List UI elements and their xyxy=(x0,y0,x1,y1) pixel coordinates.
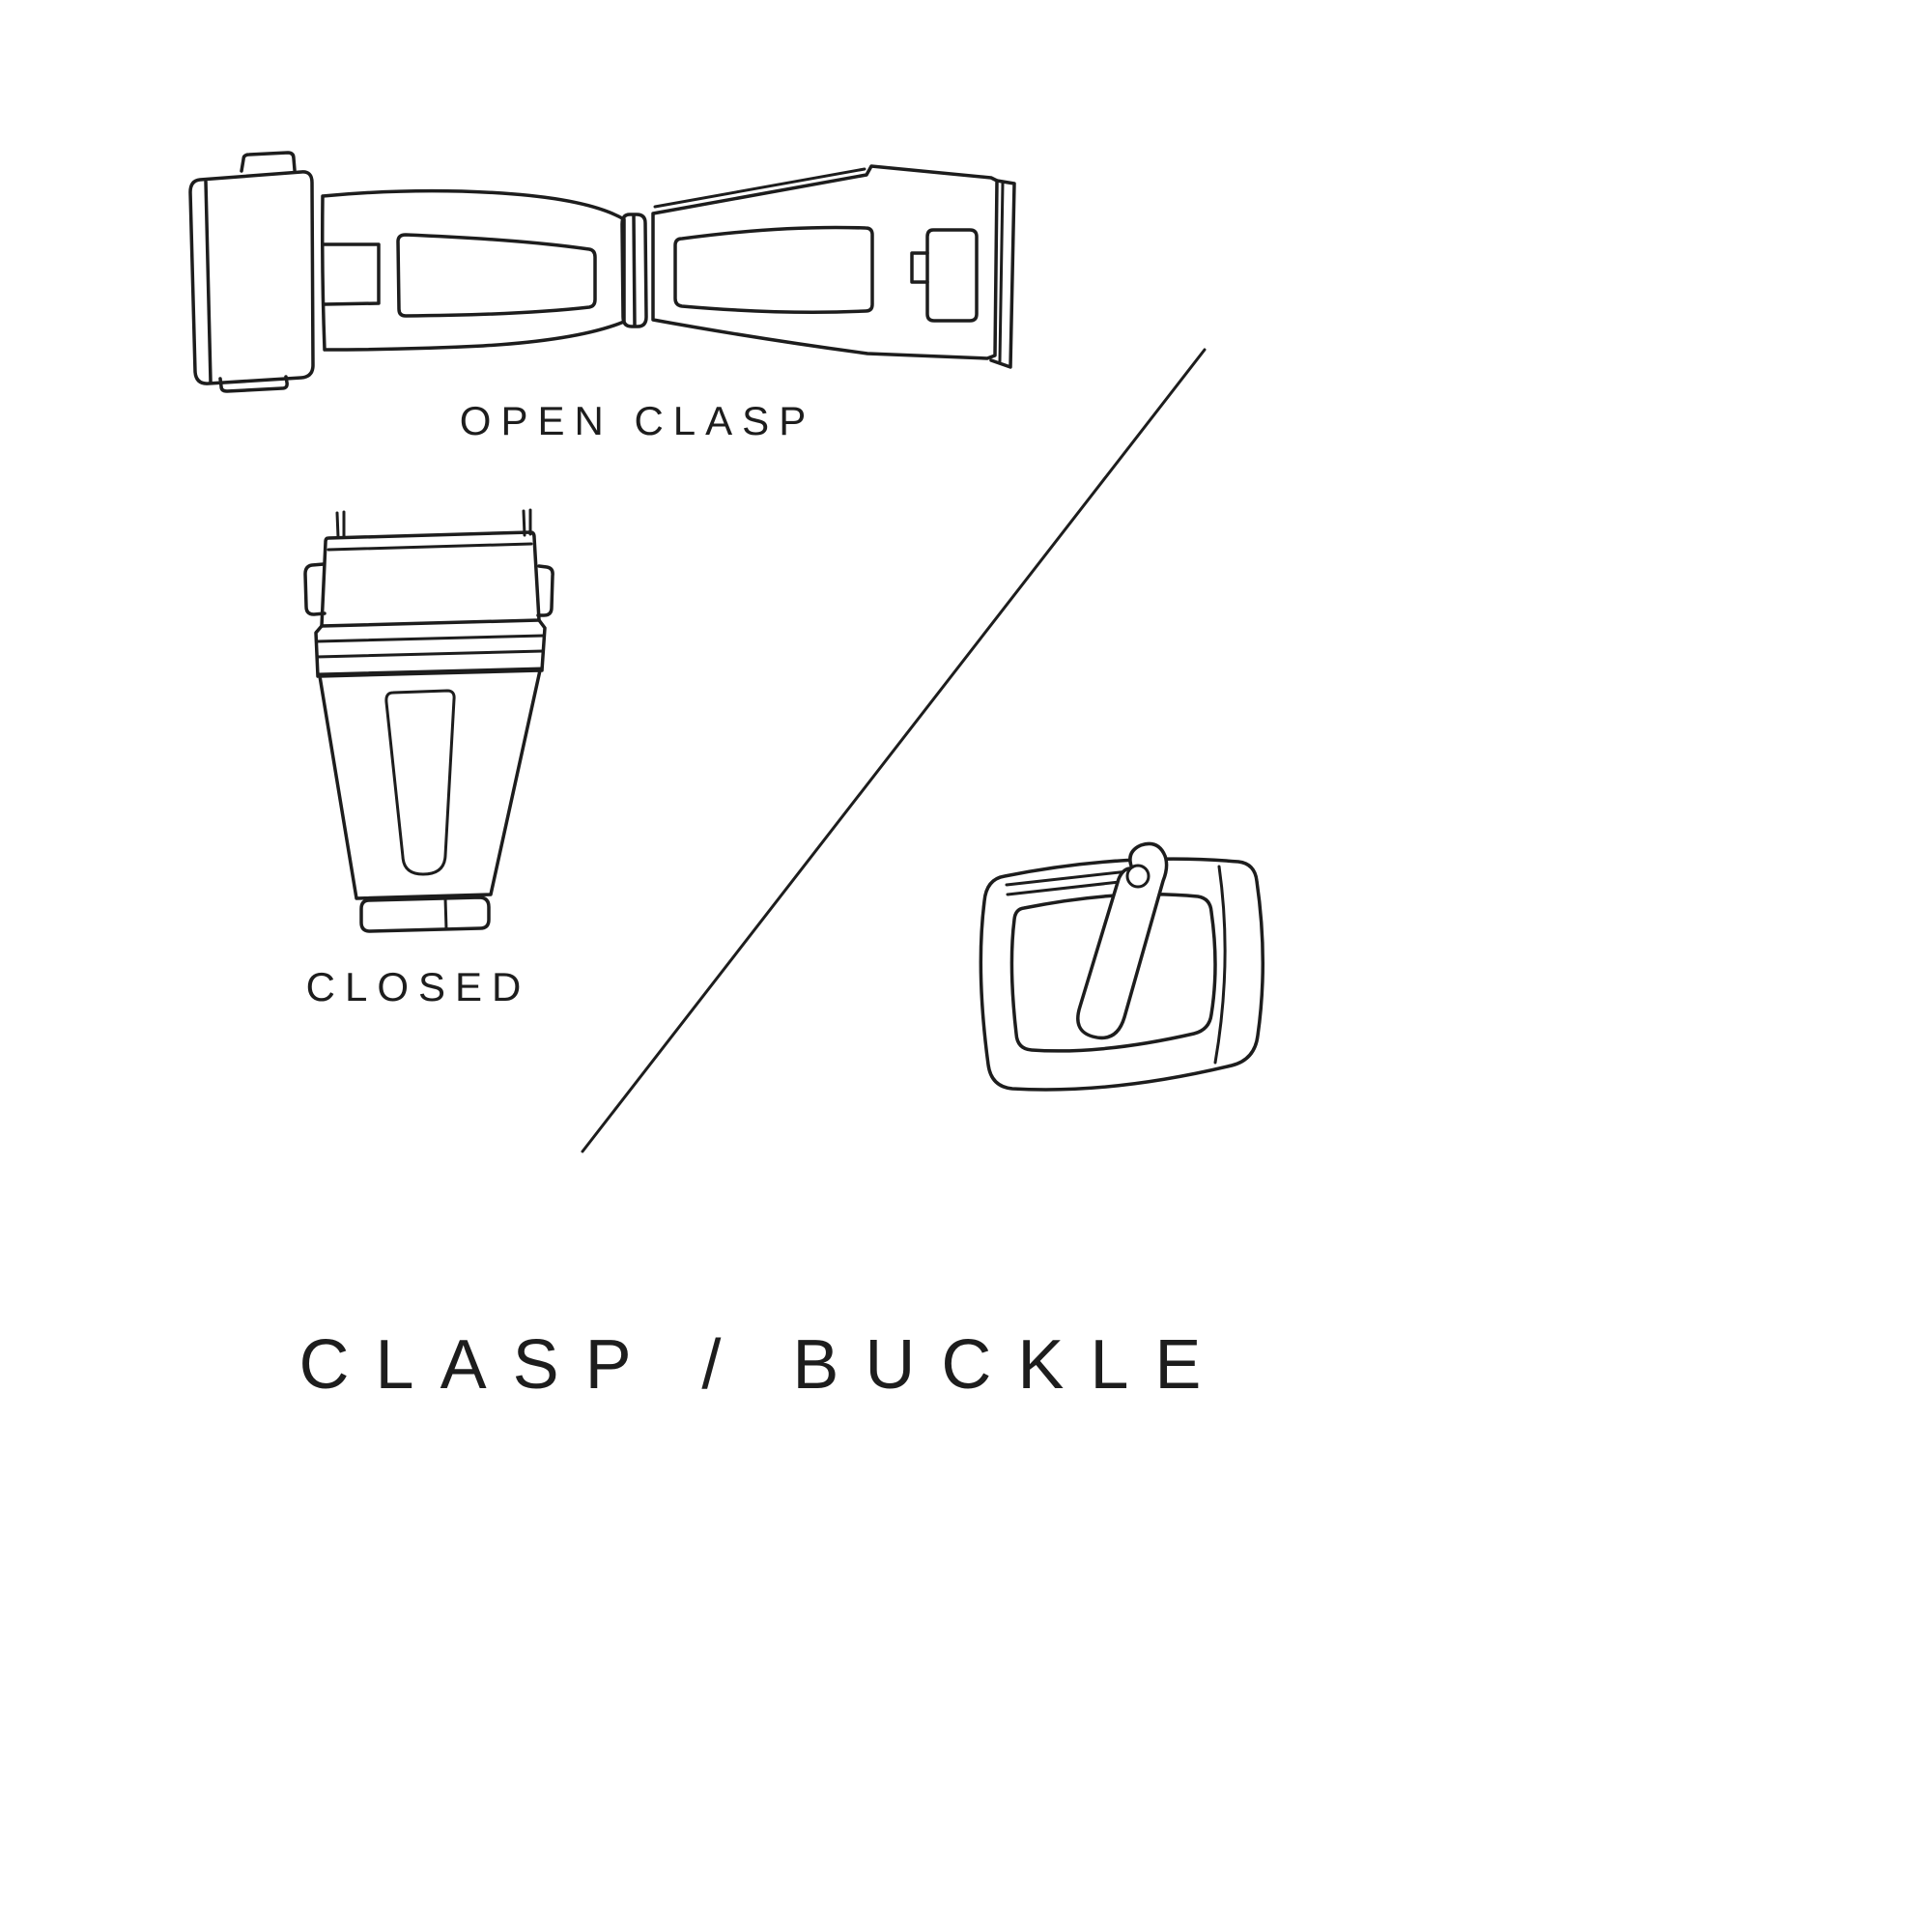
page-title: CLASP / BUCKLE xyxy=(298,1326,1228,1404)
open-clasp-illustration xyxy=(190,153,1014,391)
buckle-illustration xyxy=(980,843,1263,1090)
open-clasp-label: OPEN CLASP xyxy=(459,398,816,443)
diagonal-divider-line xyxy=(582,350,1205,1151)
closed-label: CLOSED xyxy=(305,964,531,1009)
closed-clasp-illustration xyxy=(305,510,553,931)
